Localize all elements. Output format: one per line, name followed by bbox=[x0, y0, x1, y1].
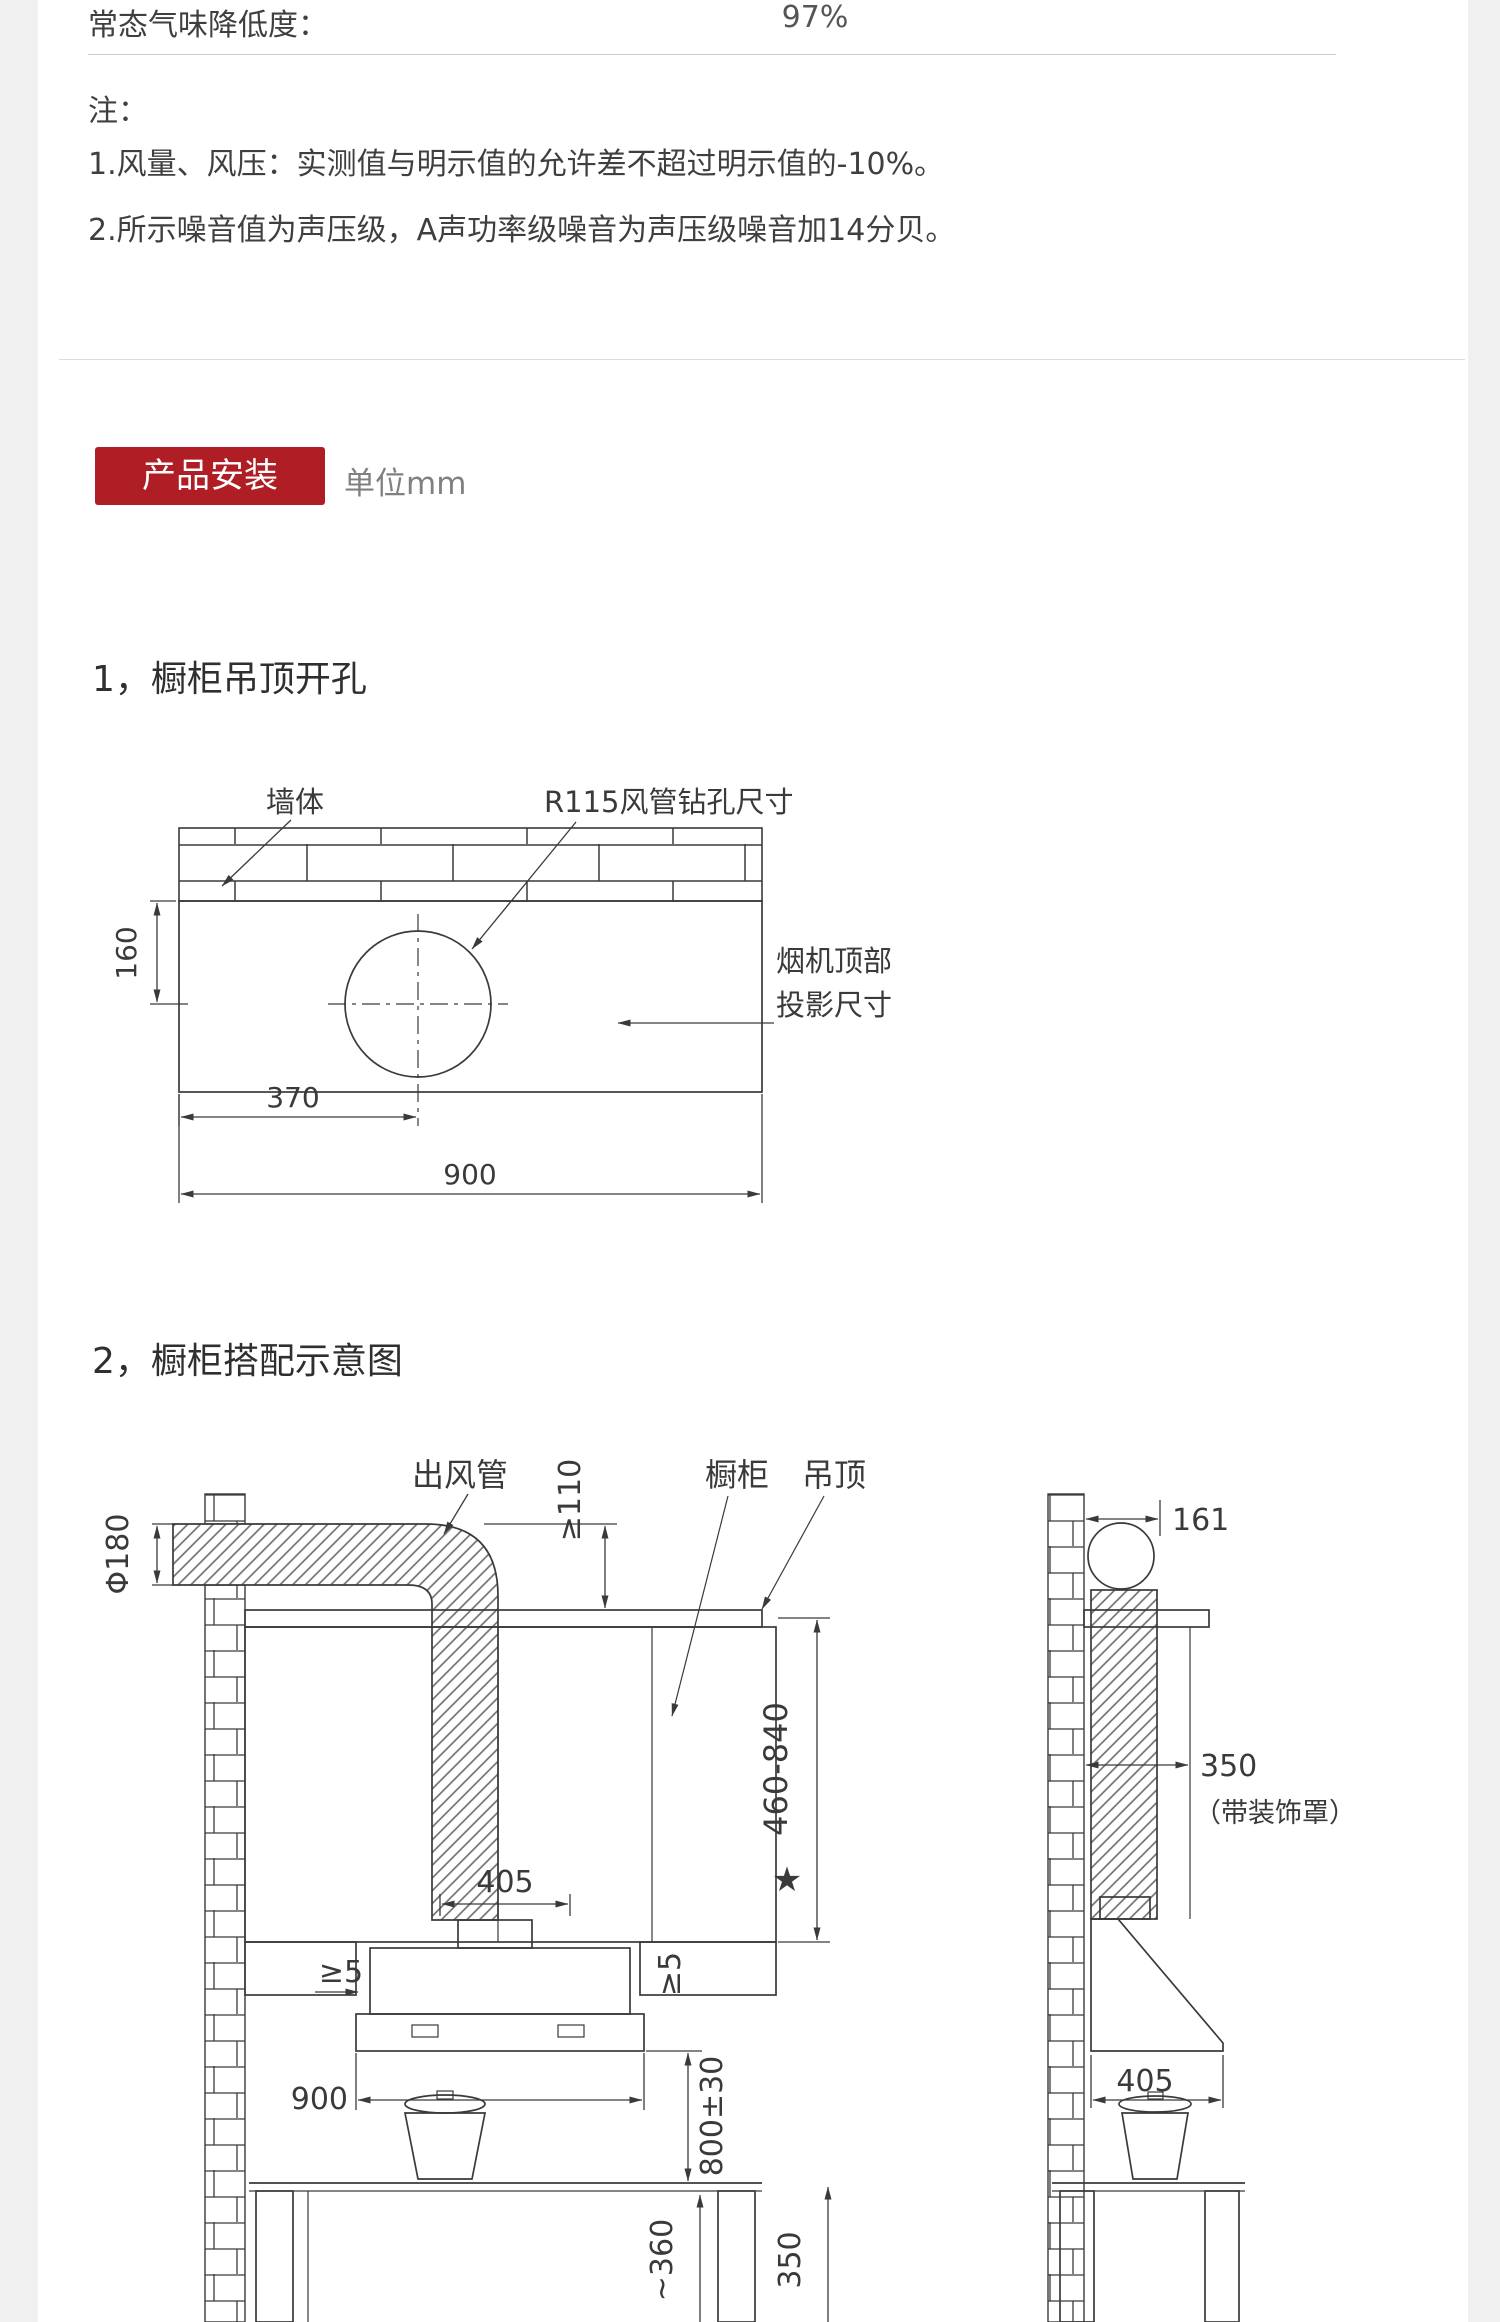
flex-duct-front bbox=[172, 1523, 499, 1921]
dim-gap-right-label: ≥5 bbox=[653, 1952, 688, 1996]
wall-brick-band bbox=[178, 827, 763, 902]
dim-phi180: Φ180 bbox=[101, 1514, 173, 1595]
dim-350-bottom-label: 350 bbox=[773, 2231, 808, 2288]
dim-460-840: 460-840 ★ bbox=[757, 1617, 830, 1943]
cabinet-label: 橱柜 bbox=[705, 1456, 769, 1494]
duct-callout: 出风管 bbox=[412, 1456, 508, 1535]
dim-800-label: 800±30 bbox=[695, 2056, 730, 2177]
dim-gap-left: ≥5 bbox=[315, 1955, 363, 1996]
dim-350-right: 350 （带装饰罩） bbox=[1085, 1749, 1356, 1829]
dim-350-right-label: 350 bbox=[1200, 1749, 1257, 1784]
dim-gap-left-label: ≥5 bbox=[319, 1955, 363, 1990]
dim-350-right-note: （带装饰罩） bbox=[1194, 1798, 1356, 1829]
projection-callout: 烟机顶部 投影尺寸 bbox=[617, 944, 892, 1027]
ceiling-opening-diagram: 160 370 900 墙体 R115风管钻孔尺寸 烟机顶部 投影尺寸 bbox=[110, 785, 892, 1203]
dim-161: 161 bbox=[1085, 1500, 1229, 1538]
hole-label: R115风管钻孔尺寸 bbox=[544, 785, 794, 819]
ceiling-board-right bbox=[1083, 1609, 1210, 1919]
counter-front bbox=[249, 2182, 762, 2322]
dim-360: ~360 bbox=[645, 2194, 704, 2322]
note-line-2: 2.所示噪音值为声压级，A声功率级噪音为声压级噪音加14分贝。 bbox=[88, 213, 956, 248]
dim-370-label: 370 bbox=[266, 1081, 319, 1114]
dim-160-label: 160 bbox=[110, 926, 143, 979]
install-badge: 产品安装 bbox=[95, 447, 325, 505]
notes-title: 注： bbox=[88, 94, 148, 129]
projection-label-line2: 投影尺寸 bbox=[776, 988, 892, 1022]
section1-heading: 1，橱柜吊顶开孔 bbox=[92, 659, 367, 700]
pot-side bbox=[1118, 2091, 1192, 2180]
dim-min110: ≥110 bbox=[484, 1459, 617, 1609]
section-divider bbox=[59, 359, 1465, 360]
star-icon: ★ bbox=[772, 1860, 802, 1900]
cabinet-callout: 橱柜 bbox=[671, 1456, 769, 1717]
spec-row-value: 97% bbox=[781, 0, 849, 35]
dim-161-label: 161 bbox=[1172, 1503, 1229, 1538]
dim-350-bottom: 350 bbox=[773, 2186, 832, 2322]
cabinet-front bbox=[244, 1626, 777, 1996]
projection-outline bbox=[178, 900, 763, 1093]
pot-front bbox=[403, 2090, 487, 2180]
hood-side bbox=[1090, 1896, 1224, 2052]
hole-callout: R115风管钻孔尺寸 bbox=[471, 785, 794, 950]
projection-label-line1: 烟机顶部 bbox=[776, 944, 892, 978]
note-line-1: 1.风量、风压：实测值与明示值的允许差不超过明示值的-10%。 bbox=[88, 147, 945, 182]
dim-900-front: 900 bbox=[291, 2053, 645, 2117]
wall-right bbox=[1047, 1493, 1085, 2322]
dim-900-label: 900 bbox=[443, 1158, 496, 1191]
section2-heading: 2，橱柜搭配示意图 bbox=[92, 1341, 403, 1382]
dim-405-side-label: 405 bbox=[1116, 2064, 1173, 2099]
dim-900: 900 bbox=[178, 1094, 763, 1203]
hood-front bbox=[355, 1919, 645, 2052]
dim-405-side: 405 bbox=[1090, 2055, 1224, 2108]
duct-label: 出风管 bbox=[412, 1456, 508, 1494]
ceiling-board-left bbox=[244, 1609, 763, 1628]
dim-gap-right: ≥5 bbox=[653, 1952, 688, 1996]
counter-side bbox=[1052, 2182, 1245, 2322]
duct-hole bbox=[328, 914, 508, 1126]
dim-phi180-label: Φ180 bbox=[101, 1514, 136, 1595]
ceiling-callout: 吊顶 bbox=[761, 1456, 866, 1610]
dim-460-840-label: 460-840 bbox=[757, 1702, 795, 1836]
wall-callout: 墙体 bbox=[221, 785, 324, 887]
dim-360-label: ~360 bbox=[645, 2219, 680, 2301]
ceiling-label: 吊顶 bbox=[802, 1456, 866, 1494]
dim-405-front-label: 405 bbox=[476, 1865, 533, 1900]
wall-label: 墙体 bbox=[266, 785, 324, 819]
dim-900-front-label: 900 bbox=[291, 2082, 348, 2117]
spec-row-label: 常态气味降低度： bbox=[88, 8, 328, 43]
spec-row-divider bbox=[88, 54, 1336, 55]
dim-160: 160 bbox=[110, 900, 188, 1005]
dim-370: 370 bbox=[178, 1081, 417, 1126]
dim-min110-label: ≥110 bbox=[553, 1459, 588, 1541]
flex-duct-side bbox=[1087, 1522, 1158, 1920]
unit-label: 单位mm bbox=[344, 466, 467, 502]
dim-800: 800±30 bbox=[646, 2050, 730, 2182]
cabinet-match-diagram: 出风管 ≥110 橱柜 吊顶 Φ180 bbox=[101, 1456, 1356, 2322]
content-panel bbox=[38, 0, 1468, 2322]
wall-left bbox=[204, 1493, 246, 2322]
dim-405-front: 405 bbox=[439, 1865, 571, 1916]
